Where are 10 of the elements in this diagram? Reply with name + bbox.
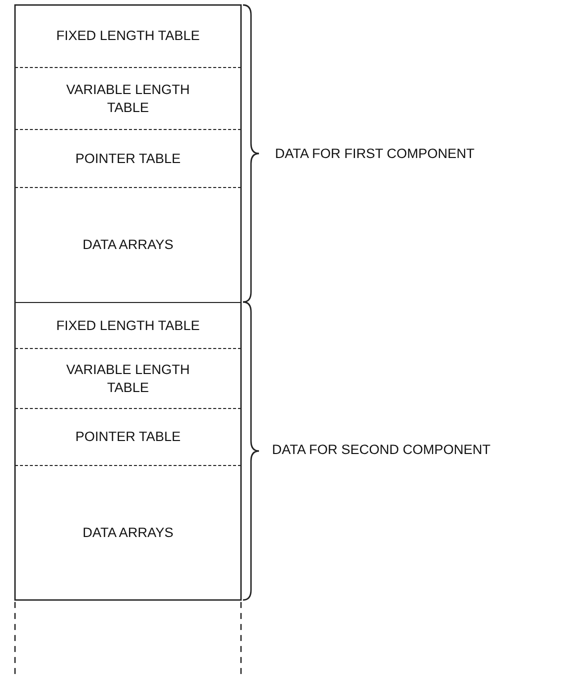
table-label: POINTER TABLE [74, 428, 182, 446]
table-label: VARIABLE LENGTH TABLE [65, 360, 191, 396]
table-label: DATA ARRAYS [82, 524, 174, 542]
table-label: FIXED LENGTH TABLE [55, 316, 201, 334]
table-label: POINTER TABLE [74, 150, 182, 168]
table-label: VARIABLE LENGTH TABLE [65, 80, 191, 116]
group-label: DATA FOR SECOND COMPONENT [272, 442, 491, 457]
table-label: FIXED LENGTH TABLE [55, 27, 201, 45]
table-label: DATA ARRAYS [82, 236, 174, 254]
group-label: DATA FOR FIRST COMPONENT [275, 146, 475, 161]
